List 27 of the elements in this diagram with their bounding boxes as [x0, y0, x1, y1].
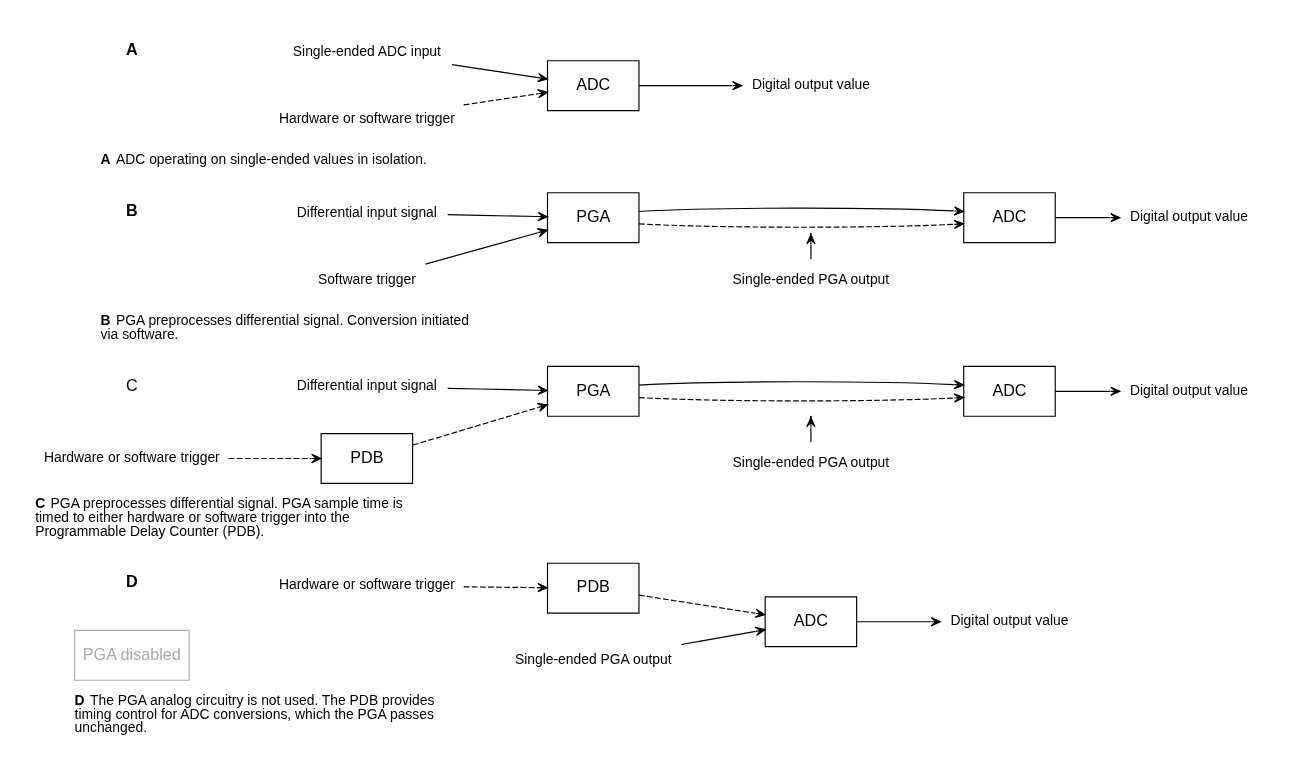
- node-text: Hardware or software trigger: [278, 576, 455, 593]
- node-text: Single-ended ADC input: [292, 42, 441, 59]
- label: C: [34, 494, 45, 511]
- label: ADC operating on single-ended values in isolation.: [115, 150, 427, 167]
- node-text: Software trigger: [317, 270, 416, 287]
- label: A: [125, 40, 138, 59]
- label: B: [100, 311, 111, 328]
- label: PGA preprocesses differential signal. Conversion initiated: [115, 311, 469, 328]
- node-text: Hardware or software trigger: [43, 449, 220, 466]
- node-text: Single-ended PGA output: [732, 270, 889, 287]
- label: PGA preprocesses differential signal. PGA sample time is: [50, 494, 403, 511]
- node-text: Digital output value: [949, 612, 1068, 629]
- node-text: Digital output value: [751, 76, 870, 93]
- label: D: [125, 571, 138, 590]
- label: Programmable Delay Counter (PDB).: [34, 522, 264, 539]
- label: D: [74, 691, 85, 708]
- node-text: Hardware or software trigger: [278, 109, 455, 126]
- label: A: [100, 150, 111, 167]
- node-text: Single-ended PGA output: [732, 453, 889, 470]
- node-text: Digital output value: [1129, 208, 1248, 225]
- label: The PGA analog circuitry is not used. The PDB provides: [89, 691, 434, 708]
- label: B: [125, 201, 138, 220]
- label: C: [125, 375, 138, 394]
- node-text: Digital output value: [1129, 381, 1248, 398]
- node-text: Single-ended PGA output: [514, 650, 672, 667]
- node-text: Differential input signal: [296, 377, 437, 394]
- node-text: Differential input signal: [296, 203, 437, 220]
